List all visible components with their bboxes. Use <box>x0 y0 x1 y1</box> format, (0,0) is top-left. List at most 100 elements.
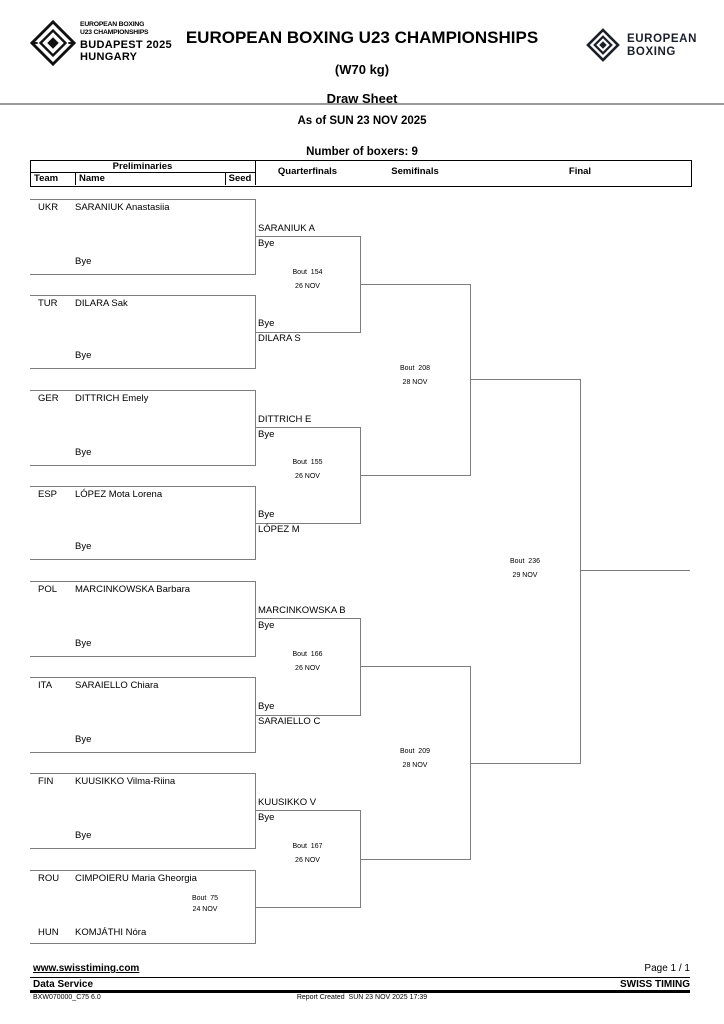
logo-right-line2: BOXING <box>627 45 676 58</box>
bye-label: Bye <box>75 256 92 267</box>
bout-date: 24 NOV <box>192 906 218 913</box>
bye-label: Bye <box>258 509 275 520</box>
bout-number: Bout 208 <box>400 365 430 372</box>
boxer-name: KUUSIKKO Vilma-Riina <box>75 776 176 787</box>
quarterfinal-bracket-3 <box>255 618 361 716</box>
column-team: Team <box>34 173 59 184</box>
boxer-name: SARAIELLO Chiara <box>75 680 159 691</box>
bye-label: Bye <box>258 812 275 823</box>
bout-date: 28 NOV <box>402 379 428 386</box>
boxer-team: FIN <box>38 776 54 787</box>
boxer-team: ITA <box>38 680 53 691</box>
bye-label: Bye <box>75 350 92 361</box>
swisstiming-link[interactable]: www.swisstiming.com <box>33 963 140 974</box>
bout-date: 28 NOV <box>402 762 428 769</box>
bout-number: Bout 209 <box>400 748 430 755</box>
boxer-name: SARANIUK Anastasiia <box>75 202 170 213</box>
bout-number: Bout 166 <box>292 651 323 658</box>
bye-label: Bye <box>258 620 275 631</box>
column-seed: Seed <box>228 173 252 184</box>
boxer-team: POL <box>38 584 58 595</box>
prelim-box-5 <box>30 581 256 657</box>
boxer-name: DITTRICH Emely <box>75 393 149 404</box>
bout-number: Bout 167 <box>292 843 323 850</box>
bout-date: 26 NOV <box>295 857 320 864</box>
column-preliminaries: Preliminaries <box>112 161 173 172</box>
logo-left-line2: U23 CHAMPIONSHIPS <box>80 28 149 36</box>
round-header-box <box>30 160 692 187</box>
champion-line <box>580 570 690 571</box>
prelim-box-3 <box>30 390 256 466</box>
column-quarterfinals: Quarterfinals <box>277 166 338 177</box>
logo-left-line4: HUNGARY <box>80 51 138 64</box>
document-code: BXW070000_C75 6.0 <box>33 994 101 1001</box>
advancing-boxer: SARANIUK A <box>258 223 316 234</box>
boxer-name: LÓPEZ Mota Lorena <box>75 489 163 500</box>
advancing-boxer: MARCINKOWSKA B <box>258 605 346 616</box>
bout-date: 29 NOV <box>512 572 538 579</box>
weight-class: (W70 kg) <box>334 62 390 77</box>
boxer-team: HUN <box>38 927 59 938</box>
budapest-2025-logo-text: EUROPEAN BOXING U23 CHAMPIONSHIPS BUDAPE… <box>80 21 172 63</box>
header-divider-prelim <box>30 172 255 173</box>
advancing-boxer: LÓPEZ M <box>258 524 300 535</box>
bye-label: Bye <box>75 447 92 458</box>
advancing-boxer: DITTRICH E <box>258 414 312 425</box>
bout-number: Bout 75 <box>191 895 219 902</box>
report-created-timestamp: Report Created SUN 23 NOV 2025 17:39 <box>296 994 428 1001</box>
boxer-team: UKR <box>38 202 59 213</box>
european-boxing-logo-icon <box>585 27 621 63</box>
logo-left-line1: EUROPEAN BOXING <box>80 21 145 28</box>
column-name: Name <box>79 173 105 184</box>
prelim-box-1 <box>30 199 256 275</box>
prelim-box-2 <box>30 295 256 369</box>
boxer-name: CIMPOIERU Maria Gheorgia <box>75 873 197 884</box>
column-semifinals: Semifinals <box>391 166 439 177</box>
as-of-date: As of SUN 23 NOV 2025 <box>297 115 427 127</box>
column-final: Final <box>568 166 592 177</box>
bout-date: 26 NOV <box>295 473 320 480</box>
header-divider-team-name <box>75 172 76 185</box>
prelim-box-7 <box>30 773 256 849</box>
advancing-boxer: DILARA S <box>258 333 301 344</box>
budapest-2025-logo-icon <box>29 19 77 67</box>
advancing-boxer: KUUSIKKO V <box>258 797 317 808</box>
boxer-team: ESP <box>38 489 58 500</box>
sheet-title: Draw Sheet <box>326 91 398 106</box>
boxer-count: Number of boxers: 9 <box>306 146 418 158</box>
boxer-team: TUR <box>38 298 58 309</box>
footer-divider-thick <box>30 990 690 993</box>
bout-number: Bout 236 <box>510 558 540 565</box>
final-bracket <box>470 379 581 764</box>
logo-left-line3: BUDAPEST 2025 <box>80 39 172 52</box>
page-title: EUROPEAN BOXING U23 CHAMPIONSHIPS <box>185 28 539 47</box>
bye-label: Bye <box>75 638 92 649</box>
header-divider-name-seed <box>225 172 226 185</box>
semifinal-bracket-1 <box>360 284 471 476</box>
header-divider-seed-right <box>255 160 256 185</box>
bye-label: Bye <box>258 238 275 249</box>
boxer-team: ROU <box>38 873 60 884</box>
bye-label: Bye <box>75 541 92 552</box>
bout-number: Bout 155 <box>292 459 323 466</box>
page-number: Page 1 / 1 <box>644 963 690 974</box>
swiss-timing-label: SWISS TIMING <box>620 979 690 990</box>
bye-label: Bye <box>258 318 275 329</box>
bye-label: Bye <box>258 429 275 440</box>
data-service-label: Data Service <box>33 979 94 990</box>
header-divider <box>0 103 724 105</box>
bye-label: Bye <box>258 701 275 712</box>
boxer-team: GER <box>38 393 59 404</box>
bye-label: Bye <box>75 830 92 841</box>
logo-right-line1: EUROPEAN <box>627 33 697 45</box>
boxer-name: MARCINKOWSKA Barbara <box>75 584 191 595</box>
boxer-name: DILARA Sak <box>75 298 128 309</box>
advancing-boxer: SARAIELLO C <box>258 716 321 727</box>
footer-divider-thin <box>30 977 690 978</box>
boxer-name: KOMJÁTHI Nóra <box>75 927 147 938</box>
bye-label: Bye <box>75 734 92 745</box>
bout-date: 26 NOV <box>295 665 320 672</box>
bout-number: Bout 154 <box>292 269 323 276</box>
bout-date: 26 NOV <box>295 283 320 290</box>
